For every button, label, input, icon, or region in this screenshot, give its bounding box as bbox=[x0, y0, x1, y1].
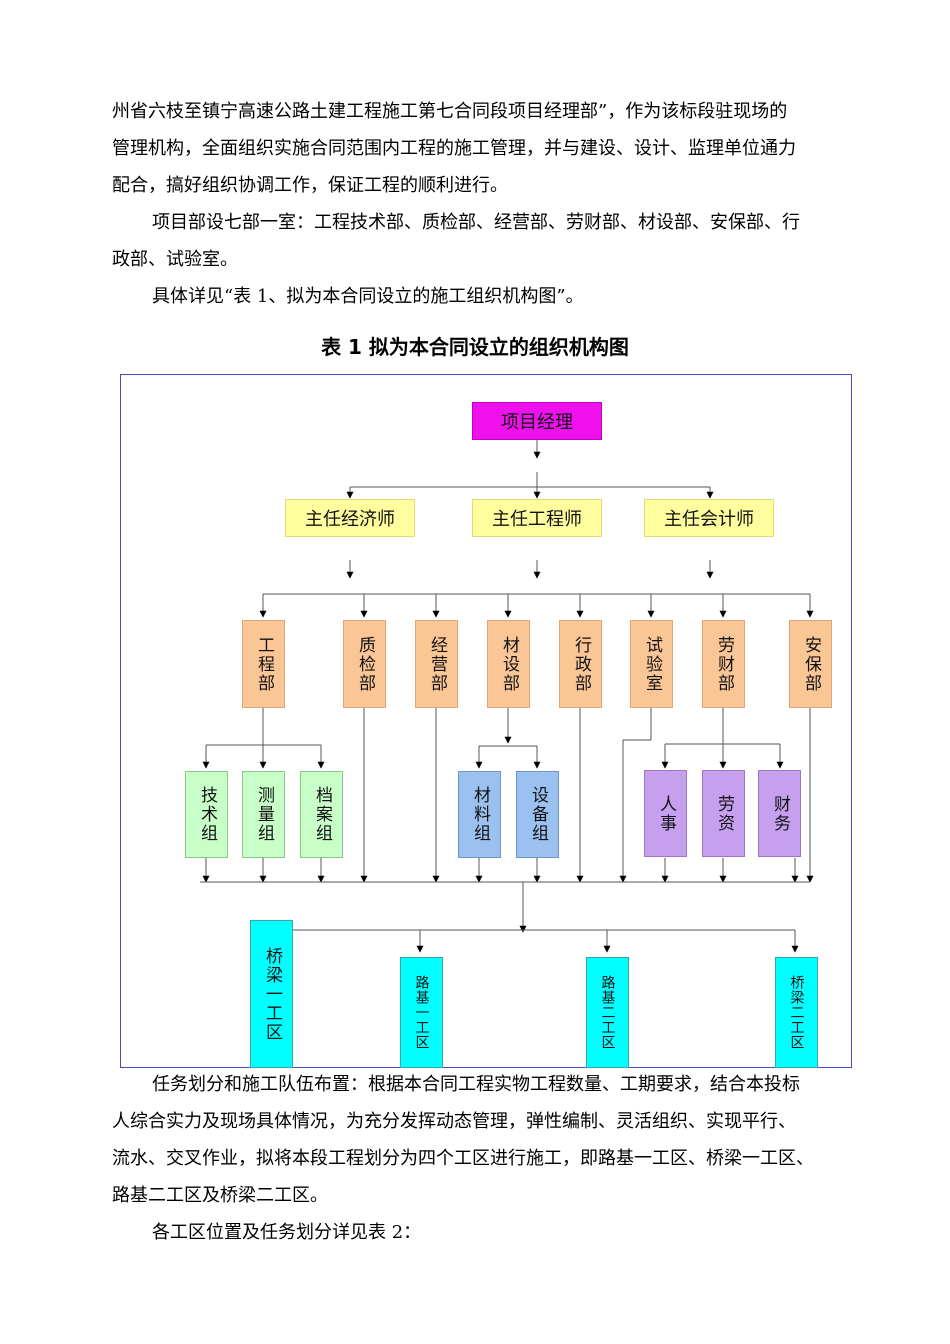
dept-quality-box: 质检部 bbox=[343, 620, 386, 708]
intro-line: 州省六枝至镇宁高速公路土建工程施工第七合同段项目经理部”，作为该标段驻现场的 bbox=[112, 101, 788, 122]
work-area-road-2-label: 路基二工区 bbox=[599, 975, 616, 1050]
dept-engineering-label: 工程部 bbox=[254, 635, 274, 693]
dept-lab-label: 试验室 bbox=[642, 635, 662, 693]
group-archive-box: 档案组 bbox=[300, 771, 343, 858]
group-equipment-box: 设备组 bbox=[516, 771, 559, 858]
dept-safety-label: 安保部 bbox=[801, 635, 821, 693]
dept-admin-box: 行政部 bbox=[559, 620, 602, 708]
dept-labor-finance-box: 劳财部 bbox=[702, 620, 745, 708]
group-equipment-label: 设备组 bbox=[528, 786, 548, 843]
group-survey-label: 测量组 bbox=[254, 786, 274, 843]
dept-quality-label: 质检部 bbox=[355, 635, 375, 693]
outro-line: 任务划分和施工队伍布置：根据本合同工程实物工程数量、工期要求，结合本投标 bbox=[152, 1074, 800, 1095]
org-chart-frame bbox=[120, 374, 852, 1068]
intro-line: 管理机构，全面组织实施合同范围内工程的施工管理，并与建设、设计、监理单位通力 bbox=[112, 138, 796, 159]
outro-paragraph: 任务划分和施工队伍布置：根据本合同工程实物工程数量、工期要求，结合本投标 人综合… bbox=[112, 1066, 858, 1251]
work-area-road-1-box: 路基一工区 bbox=[400, 957, 443, 1068]
outro-line: 人综合实力及现场具体情况，为充分发挥动态管理，弹性编制、灵活组织、实现平行、 bbox=[112, 1111, 796, 1132]
dept-engineering-box: 工程部 bbox=[242, 620, 285, 708]
dept-safety-box: 安保部 bbox=[789, 620, 832, 708]
work-area-road-1-label: 路基一工区 bbox=[413, 975, 430, 1050]
group-personnel-box: 人事 bbox=[644, 770, 687, 857]
outro-line: 路基二工区及桥梁二工区。 bbox=[112, 1185, 328, 1206]
intro-line: 配合，搞好组织协调工作，保证工程的顺利进行。 bbox=[112, 175, 508, 196]
outro-line: 各工区位置及任务划分详见表 2： bbox=[152, 1222, 422, 1243]
intro-line: 政部、试验室。 bbox=[112, 249, 238, 270]
chief-economist-label: 主任经济师 bbox=[305, 509, 395, 530]
outro-line: 流水、交叉作业，拟将本段工程划分为四个工区进行施工，即路基一工区、桥梁一工区、 bbox=[112, 1148, 814, 1169]
group-wages-box: 劳资 bbox=[702, 770, 745, 857]
work-area-bridge-1-box: 桥梁一工区 bbox=[250, 920, 293, 1068]
dept-business-label: 经营部 bbox=[427, 635, 447, 693]
work-area-bridge-1-label: 桥梁一工区 bbox=[262, 946, 282, 1042]
work-area-bridge-2-label: 桥梁二工区 bbox=[788, 975, 805, 1050]
chief-engineer-box: 主任工程师 bbox=[472, 499, 602, 537]
intro-line: 具体详见“表 1、拟为本合同设立的施工组织机构图”。 bbox=[152, 286, 584, 307]
dept-labor-finance-label: 劳财部 bbox=[714, 635, 734, 693]
figure-caption: 表 1 拟为本合同设立的组织机构图 bbox=[321, 335, 629, 359]
group-survey-box: 测量组 bbox=[242, 771, 285, 858]
work-area-bridge-2-box: 桥梁二工区 bbox=[775, 957, 818, 1068]
group-tech-box: 技术组 bbox=[185, 771, 228, 858]
group-finance-box: 财务 bbox=[758, 770, 801, 857]
dept-materials-label: 材设部 bbox=[499, 635, 519, 693]
group-tech-label: 技术组 bbox=[197, 786, 217, 843]
dept-admin-label: 行政部 bbox=[571, 635, 591, 693]
chief-accountant-label: 主任会计师 bbox=[664, 509, 754, 530]
dept-lab-box: 试验室 bbox=[630, 620, 673, 708]
group-archive-label: 档案组 bbox=[312, 786, 332, 843]
project-manager-box: 项目经理 bbox=[472, 402, 602, 440]
dept-business-box: 经营部 bbox=[415, 620, 458, 708]
work-area-road-2-box: 路基二工区 bbox=[586, 957, 629, 1068]
intro-line: 项目部设七部一室：工程技术部、质检部、经营部、劳财部、材设部、安保部、行 bbox=[152, 212, 800, 233]
chief-economist-box: 主任经济师 bbox=[285, 499, 415, 537]
group-finance-label: 财务 bbox=[770, 794, 790, 833]
dept-materials-box: 材设部 bbox=[487, 620, 530, 708]
chief-accountant-box: 主任会计师 bbox=[644, 499, 774, 537]
project-manager-label: 项目经理 bbox=[501, 412, 573, 433]
group-material-box: 材料组 bbox=[458, 771, 501, 858]
chief-engineer-label: 主任工程师 bbox=[492, 509, 582, 530]
group-personnel-label: 人事 bbox=[656, 794, 676, 833]
group-wages-label: 劳资 bbox=[714, 794, 734, 833]
group-material-label: 材料组 bbox=[470, 786, 490, 843]
intro-paragraph: 州省六枝至镇宁高速公路土建工程施工第七合同段项目经理部”，作为该标段驻现场的 管… bbox=[112, 93, 858, 315]
